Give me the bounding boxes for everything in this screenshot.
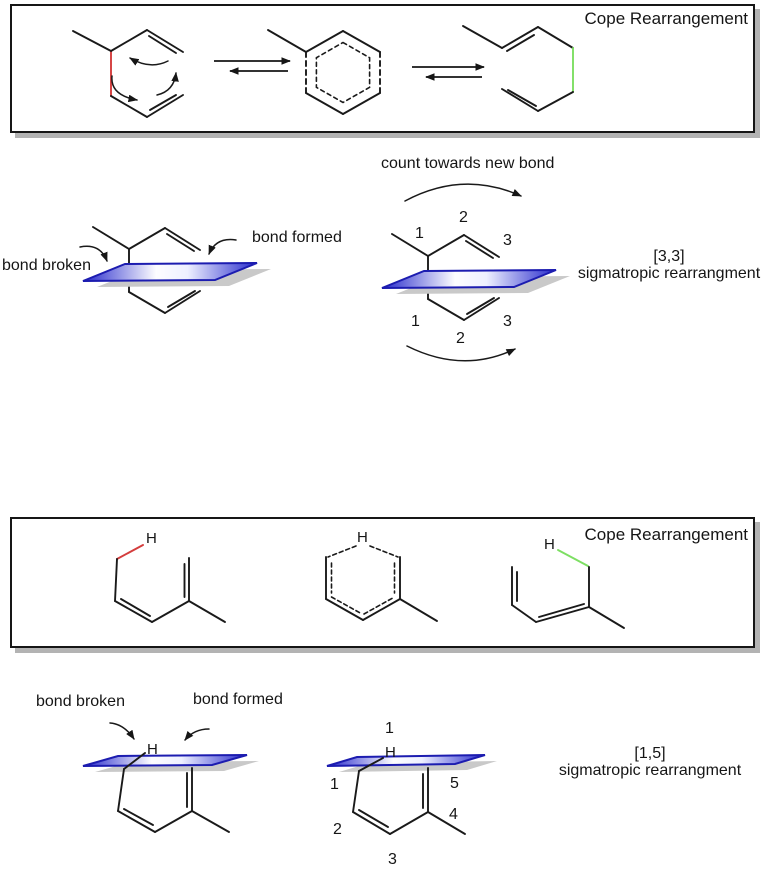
h-atom-ts2: H [357,529,368,546]
count-towards-new-bond-label: count towards new bond [381,155,555,172]
ch-bond-formed-green [557,549,589,567]
methyl-bond [92,226,130,250]
sigmatropic15-left-structure [82,722,259,833]
methyl-bond [191,810,230,833]
migrating-h-bond [358,757,384,772]
box1-transition-state [267,29,381,115]
count-bottom-arrow [406,345,516,362]
sigmatropic33-left-structure [79,226,271,314]
box2-product-structure [511,549,625,629]
box1-product-structure [462,25,574,112]
methyl-bond [267,29,307,53]
sigmatropic15-right-structure [326,754,497,835]
atom-number-top-1: 1 [415,225,424,242]
partial-ch-bond [369,545,399,558]
box1-title: Cope Rearrangement [584,9,748,28]
cope-box-top [10,4,755,133]
counting-arrows [404,183,522,362]
h-atom-15-left: H [147,741,158,758]
classification-15: [1,5] sigmatropic rearrangment [550,745,750,779]
box2-reactant-structure [114,544,226,623]
bond-broken-label-33: bond broken [2,257,91,274]
sigmatropic33-right-structure [381,183,570,362]
chain-number-3: 3 [388,851,397,868]
chain-number-5: 5 [450,775,459,792]
atom-number-bottom-2: 2 [456,330,465,347]
bracket-33: [3,3] [653,248,685,265]
count-top-arrow [404,183,522,202]
bond-broken-label-15: bond broken [36,693,125,710]
atom-number-top-2: 2 [459,209,468,226]
h-atom-reactant2: H [146,530,157,547]
methyl-bond [188,600,226,623]
bracket-15: [1,5] [634,745,666,762]
migrating-h-bond [123,752,146,770]
electron-flow-arrows [111,57,179,103]
partial-bond-inner-hexagon [315,41,371,104]
equilibrium-arrows-1 [214,57,291,75]
bond-formed-label-33: bond formed [252,229,342,246]
h-atom-15-right: H [385,744,396,761]
atom-number-bottom-3: 3 [503,313,512,330]
label-pointer-arrows [79,238,237,262]
methyl-bond [588,606,625,629]
name-15: sigmatropic rearrangment [558,762,742,779]
mirror-plane [82,262,258,282]
bond-formed-label-15: bond formed [193,691,283,708]
methyl-bond [72,30,112,52]
chain-number-1: 1 [330,776,339,793]
classification-33: [3,3] sigmatropic rearrangment [570,248,768,282]
h-atom-product2: H [544,536,555,553]
methyl-bond [399,598,438,622]
label-pointer-arrows [109,722,210,741]
methyl-bond [427,811,466,835]
atom-number-bottom-1: 1 [411,313,420,330]
cope-box-bottom [10,517,755,648]
chain-number-2: 2 [333,821,342,838]
equilibrium-arrows-2 [412,63,485,81]
chain-number-4: 4 [449,806,458,823]
partial-ch-bond [327,545,357,558]
mirror-plane [82,754,248,767]
methyl-bond [391,233,429,257]
box1-reactant-structure [72,29,184,118]
name-33: sigmatropic rearrangment [577,265,761,282]
box2-transition-state [325,545,438,622]
atom-number-top-3: 3 [503,232,512,249]
mirror-plane [326,754,486,767]
mirror-plane [381,269,557,289]
migrating-h-number: 1 [385,720,394,737]
box2-title: Cope Rearrangement [584,525,748,544]
methyl-bond [462,25,503,49]
ch-bond-broken-red [116,544,144,560]
